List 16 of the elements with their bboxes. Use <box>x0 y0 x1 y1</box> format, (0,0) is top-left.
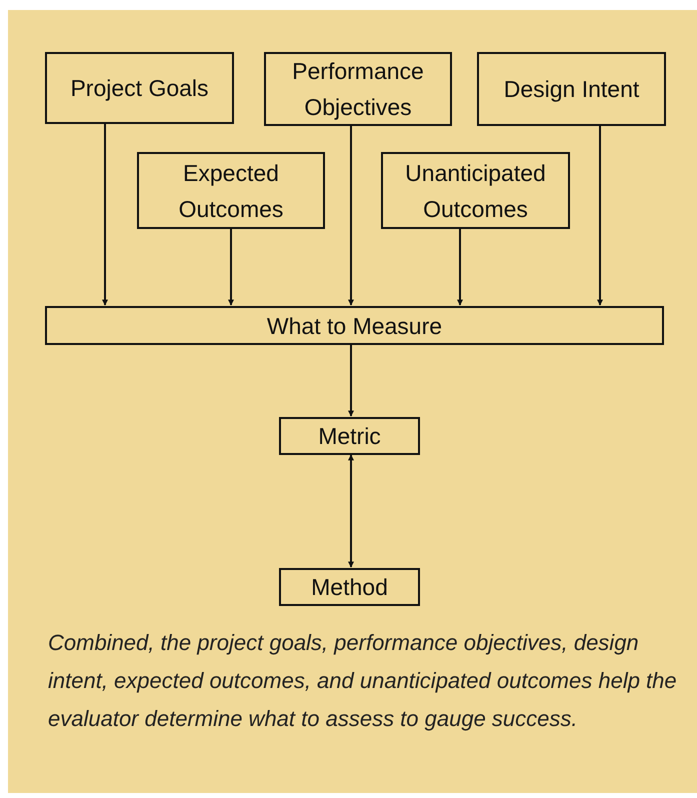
arrow <box>348 345 354 417</box>
caption: Combined, the project goals, performance objectives, design intent, expected outcomes, and unanticipated outcomes help the evaluator determine what to assess to gauge success. <box>48 629 678 733</box>
process-box: Performance Objectives <box>264 52 452 126</box>
arrow <box>597 126 603 306</box>
arrow <box>457 229 463 306</box>
arrow <box>102 124 108 306</box>
process-box: Project Goals <box>45 52 234 124</box>
process-box: Expected Outcomes <box>137 152 325 229</box>
arrow <box>228 229 234 306</box>
arrow <box>348 126 354 306</box>
process-box: What to Measure <box>45 306 664 345</box>
arrow <box>348 454 354 568</box>
process-box: Metric <box>279 417 420 455</box>
process-box: Unanticipated Outcomes <box>381 152 570 229</box>
process-box: Method <box>279 568 420 606</box>
process-box: Design Intent <box>477 52 666 126</box>
